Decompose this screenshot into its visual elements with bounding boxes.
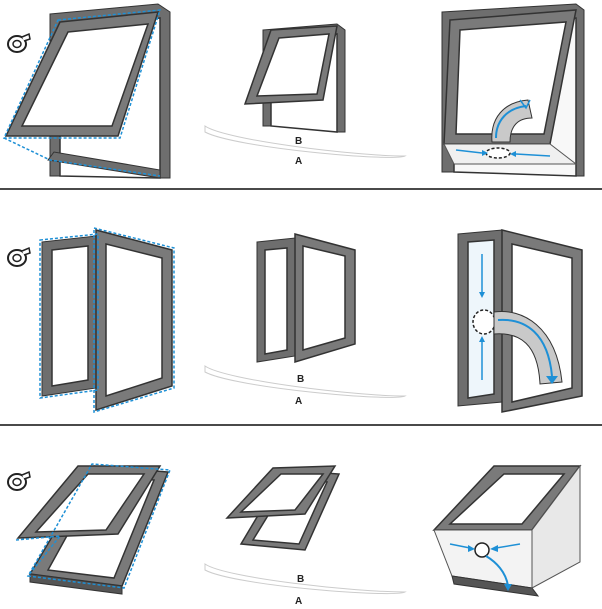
exhaust-hose-icon [485,555,512,591]
exhaust-hose-icon [493,310,563,385]
row-divider-2 [0,424,602,426]
tape-roll-icon [6,470,32,492]
roof-window-closed: B A [195,426,407,609]
airflow-arrow-icon [449,543,521,552]
airflow-arrow-icon [455,149,551,157]
row-divider-1 [0,188,602,190]
top-hung-window-sealed [0,0,200,188]
seal-label-a: A [295,596,302,607]
casement-window-with-hose [440,190,600,416]
top-hung-window-closed: B A [195,0,407,188]
roof-window-with-hose [420,426,602,609]
roof-window-row: B A [0,426,602,609]
seal-label-b: B [297,374,304,385]
seal-label-a: A [295,396,302,407]
seal-label-b: B [297,574,304,585]
airflow-arrow-icon [479,254,485,380]
tape-roll-icon [6,32,32,54]
seal-label-b: B [295,136,302,147]
seal-label-a: A [295,156,302,167]
casement-window-closed: B A [195,190,407,416]
exhaust-hose-icon [491,99,533,143]
casement-window-sealed [30,190,190,416]
roof-window-sealed [0,426,200,609]
casement-window-row: B A [0,190,602,416]
tape-roll-icon [6,246,32,268]
top-hung-window-row: B A [0,0,602,188]
top-hung-window-with-hose [420,0,602,188]
